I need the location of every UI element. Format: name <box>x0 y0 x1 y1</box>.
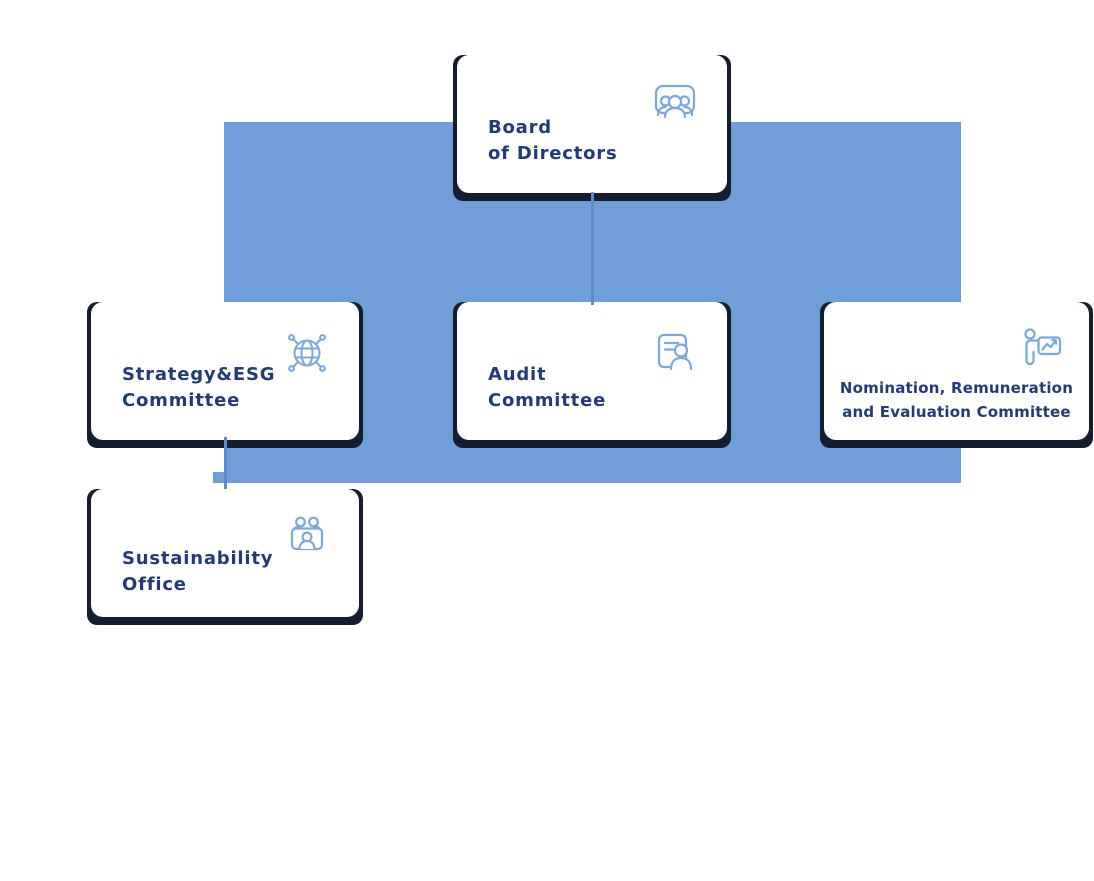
card-nomination-remuneration-evaluation-committee: Nomination, Remuneration and Evaluation … <box>820 302 1093 448</box>
meeting-people-icon <box>283 511 331 559</box>
card-label-line: Committee <box>488 390 607 411</box>
card-face: Sustainability Office <box>91 489 359 617</box>
connector-board-to-audit <box>591 192 594 305</box>
presenter-chart-icon <box>1017 324 1065 372</box>
card-face: Board of Directors <box>457 55 727 193</box>
card-strategy-esg-committee: Strategy&ESG Committee <box>87 302 363 448</box>
card-label-line: Nomination, Remuneration <box>839 379 1074 397</box>
card-face: Strategy&ESG Committee <box>91 302 359 440</box>
card-label-line: Strategy&ESG <box>122 364 276 385</box>
card-label: Nomination, Remuneration and Evaluation … <box>824 376 1089 424</box>
global-network-icon <box>283 328 331 376</box>
card-label: Audit Committee <box>488 362 606 414</box>
group-audience-icon <box>651 81 699 129</box>
card-label-line: Sustainability <box>122 548 274 569</box>
card-label-line: Board <box>488 117 552 138</box>
card-label-line: of Directors <box>488 143 618 164</box>
card-label: Board of Directors <box>488 115 618 167</box>
card-label-line: and Evaluation Committee <box>842 403 1071 421</box>
connector-band-bottom-strip <box>213 472 961 483</box>
card-face: Audit Committee <box>457 302 727 440</box>
connector-strategy-to-sustainability <box>224 437 227 489</box>
card-label: Sustainability Office <box>122 546 273 598</box>
card-sustainability-office: Sustainability Office <box>87 489 363 625</box>
card-label-line: Committee <box>122 390 241 411</box>
card-face: Nomination, Remuneration and Evaluation … <box>824 302 1089 440</box>
document-person-icon <box>651 328 699 376</box>
card-board-of-directors: Board of Directors <box>453 55 731 201</box>
card-label: Strategy&ESG Committee <box>122 362 275 414</box>
card-audit-committee: Audit Committee <box>453 302 731 448</box>
card-label-line: Office <box>122 574 187 595</box>
card-label-line: Audit <box>488 364 547 385</box>
